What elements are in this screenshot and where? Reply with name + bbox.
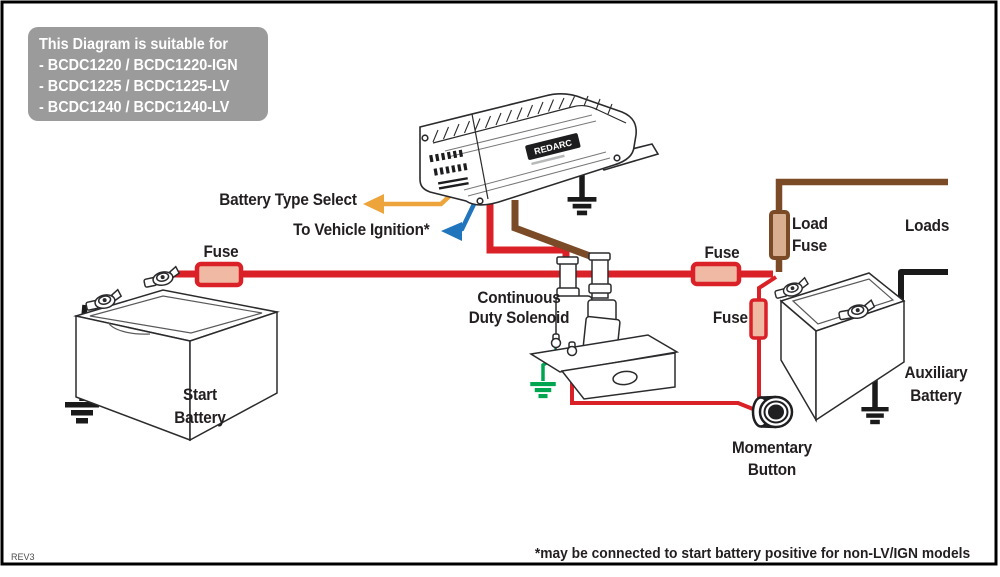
start-battery-art [65, 265, 280, 442]
button-feed-wire [757, 275, 778, 404]
info-box-model-1: - BCDC1220 / BCDC1220-IGN [39, 57, 238, 74]
solenoid-label: Continuous Duty Solenoid [438, 288, 600, 327]
load-fuse [769, 210, 790, 260]
auxiliary-battery-label-line2: Battery [910, 386, 962, 405]
auxiliary-battery-art [772, 272, 906, 425]
start-battery-label: Start Battery [137, 383, 263, 429]
ignition-arrow-icon [441, 222, 462, 241]
bcdc-charger: REDARC [419, 93, 660, 216]
auxiliary-battery-label: Auxiliary Battery [873, 361, 999, 407]
start-battery-label-line2: Battery [174, 408, 226, 427]
to-vehicle-ignition-label: To Vehicle Ignition* [293, 220, 431, 239]
load-fuse-label-line1: Load [792, 214, 828, 233]
button-fuse [749, 298, 768, 340]
charger-ground-symbol [567, 197, 597, 216]
start-ground-symbol [65, 402, 99, 424]
auxiliary-battery-label-line1: Auxiliary [904, 363, 968, 382]
aux-line-fuse [690, 261, 742, 287]
info-box: This Diagram is suitable for - BCDC1220 … [28, 27, 268, 121]
solenoid-art [528, 252, 680, 400]
button-fuse-label: Fuse [712, 308, 748, 327]
start-fuse-label: Fuse [203, 242, 239, 261]
solenoid-ground-symbol [530, 382, 556, 399]
info-box-title: This Diagram is suitable for [39, 36, 229, 53]
loads-label: Loads [905, 216, 950, 235]
footnote: *may be connected to start battery posit… [534, 545, 970, 562]
aux-line-fuse-label: Fuse [704, 243, 740, 262]
revision-label: REV3 [11, 552, 35, 562]
info-box-model-2: - BCDC1225 / BCDC1225-LV [39, 78, 230, 95]
solenoid-label-line1: Continuous [477, 288, 561, 307]
momentary-button-label: Momentary Button [709, 437, 835, 481]
start-positive-terminal [141, 265, 182, 290]
start-fuse [194, 261, 244, 288]
momentary-button-art [751, 395, 794, 429]
start-battery-label-line1: Start [183, 385, 217, 404]
momentary-button-label-line1: Momentary [731, 438, 812, 457]
diagram-border [0, 0, 998, 566]
load-fuse-label-line2: Fuse [792, 236, 828, 255]
battery-type-select-arrow-icon [363, 194, 384, 214]
info-box-model-3: - BCDC1240 / BCDC1240-LV [39, 99, 230, 116]
solenoid-label-line2: Duty Solenoid [468, 307, 570, 327]
charger-connector-panel [429, 149, 469, 190]
load-fuse-label: Load Fuse [792, 213, 828, 257]
aux-ground-symbol [861, 407, 889, 425]
battery-type-select-label: Battery Type Select [219, 190, 358, 209]
momentary-button-label-line2: Button [747, 460, 797, 479]
